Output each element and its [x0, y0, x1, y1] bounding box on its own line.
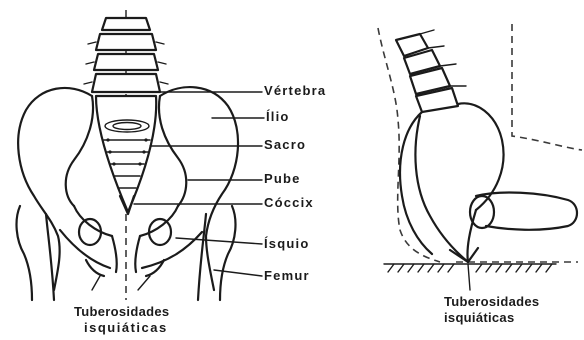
label-tuberosidades-side-line2: isquiáticas — [444, 310, 539, 326]
label-coccix: Cóccix — [264, 195, 314, 210]
side-view-pelvis — [378, 24, 582, 290]
label-tuberosidades-front-line2: isquiáticas — [74, 320, 169, 336]
seat-surface — [384, 264, 556, 272]
label-vertebra: Vértebra — [264, 83, 326, 98]
label-tuberosidades-side-line1: Tuberosidades — [444, 294, 539, 310]
label-sacro: Sacro — [264, 137, 306, 152]
front-view-pelvis — [17, 10, 264, 300]
label-ilio: Ílio — [266, 109, 290, 124]
sacrum — [96, 96, 156, 212]
side-spine — [396, 30, 466, 112]
left-femur — [17, 206, 54, 300]
left-ilium — [18, 88, 92, 290]
side-sacrum — [415, 116, 468, 262]
label-tuberosidades-side: Tuberosidades isquiáticas — [444, 294, 539, 326]
label-tuberosidades-front-line1: Tuberosidades — [74, 304, 169, 320]
label-isquio: Ísquio — [264, 236, 309, 251]
label-pube: Pube — [264, 171, 301, 186]
left-obturator-foramen — [79, 219, 101, 245]
label-femur: Femur — [264, 268, 310, 283]
vertebrae-column — [84, 18, 168, 92]
right-femur — [198, 206, 235, 300]
label-tuberosidades-front: Tuberosidades isquiáticas — [74, 304, 169, 336]
